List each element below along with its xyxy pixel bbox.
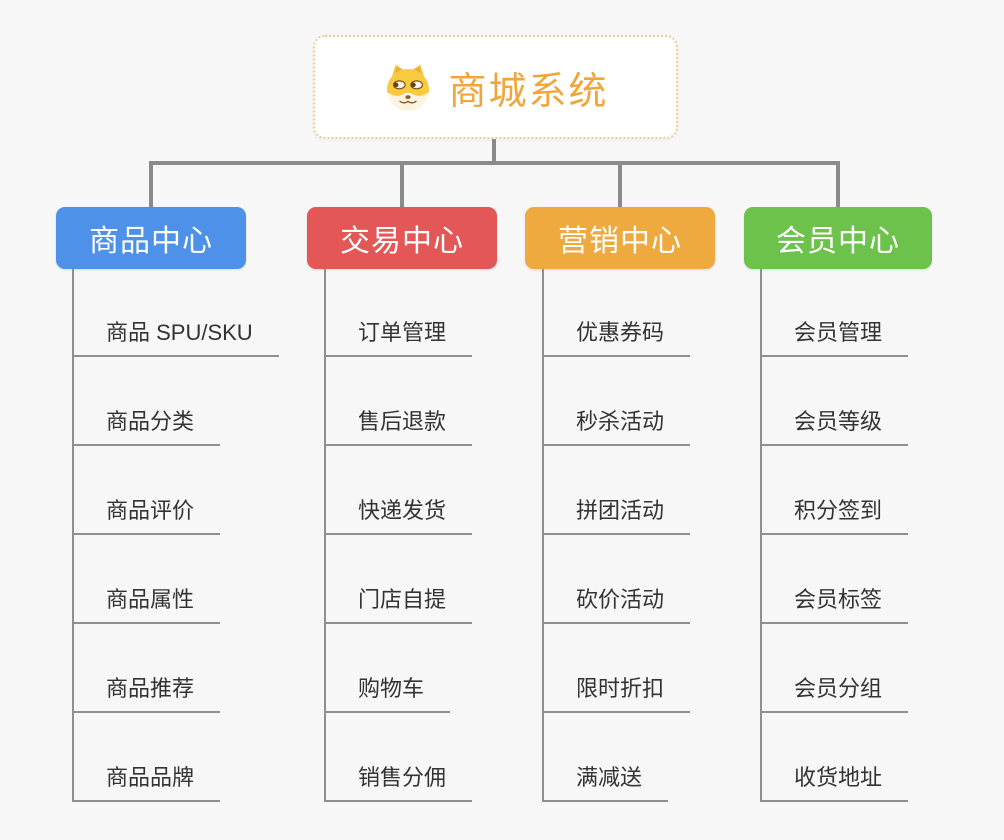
leaf-topic[interactable]: 商品 SPU/SKU (72, 320, 279, 357)
leaf-topic[interactable]: 积分签到 (760, 498, 909, 535)
branch-node-members[interactable]: 会员中心 (744, 207, 932, 269)
leaf-topic[interactable]: 快递发货 (324, 498, 473, 535)
leaf-topic[interactable]: 商品品牌 (72, 765, 221, 802)
leaf-topic[interactable]: 会员分组 (760, 676, 909, 713)
leaf-topic[interactable]: 商品分类 (72, 409, 221, 446)
connector-drop (836, 161, 840, 207)
branch-node-products[interactable]: 商品中心 (56, 207, 246, 269)
connector-horizontal (149, 161, 840, 165)
branch-node-marketing[interactable]: 营销中心 (525, 207, 715, 269)
leaf-topic[interactable]: 销售分佣 (324, 765, 473, 802)
branch-column-members: 会员管理 会员等级 积分签到 会员标签 会员分组 收货地址 (760, 269, 1004, 802)
branch-column-products: 商品 SPU/SKU 商品分类 商品评价 商品属性 商品推荐 商品品牌 (72, 269, 322, 802)
root-title: 商城系统 (448, 70, 609, 113)
leaf-topic[interactable]: 会员标签 (760, 587, 909, 624)
branch-node-trade[interactable]: 交易中心 (307, 207, 497, 269)
leaf-topic[interactable]: 砍价活动 (542, 587, 691, 624)
branch-column-trade: 订单管理 售后退款 快递发货 门店自提 购物车 销售分佣 (324, 269, 574, 802)
leaf-topic[interactable]: 商品推荐 (72, 676, 221, 713)
connector-drop (618, 161, 622, 207)
leaf-topic[interactable]: 满减送 (542, 765, 669, 802)
leaf-topic[interactable]: 优惠券码 (542, 320, 691, 357)
root-topic[interactable]: 商城系统 (313, 35, 678, 139)
leaf-topic[interactable]: 秒杀活动 (542, 409, 691, 446)
connector-drop (400, 161, 404, 207)
leaf-topic[interactable]: 商品评价 (72, 498, 221, 535)
leaf-topic[interactable]: 商品属性 (72, 587, 221, 624)
leaf-topic[interactable]: 购物车 (324, 676, 451, 713)
connector-drop (149, 161, 153, 207)
leaf-topic[interactable]: 拼团活动 (542, 498, 691, 535)
leaf-topic[interactable]: 售后退款 (324, 409, 473, 446)
leaf-topic[interactable]: 限时折扣 (542, 676, 691, 713)
leaf-topic[interactable]: 订单管理 (324, 320, 473, 357)
leaf-topic[interactable]: 收货地址 (760, 765, 909, 802)
leaf-topic[interactable]: 会员等级 (760, 409, 909, 446)
connector-trunk (492, 139, 496, 163)
doge-icon (387, 64, 430, 111)
leaf-topic[interactable]: 会员管理 (760, 320, 909, 357)
leaf-topic[interactable]: 门店自提 (324, 587, 473, 624)
branch-column-marketing: 优惠券码 秒杀活动 拼团活动 砍价活动 限时折扣 满减送 (542, 269, 792, 802)
